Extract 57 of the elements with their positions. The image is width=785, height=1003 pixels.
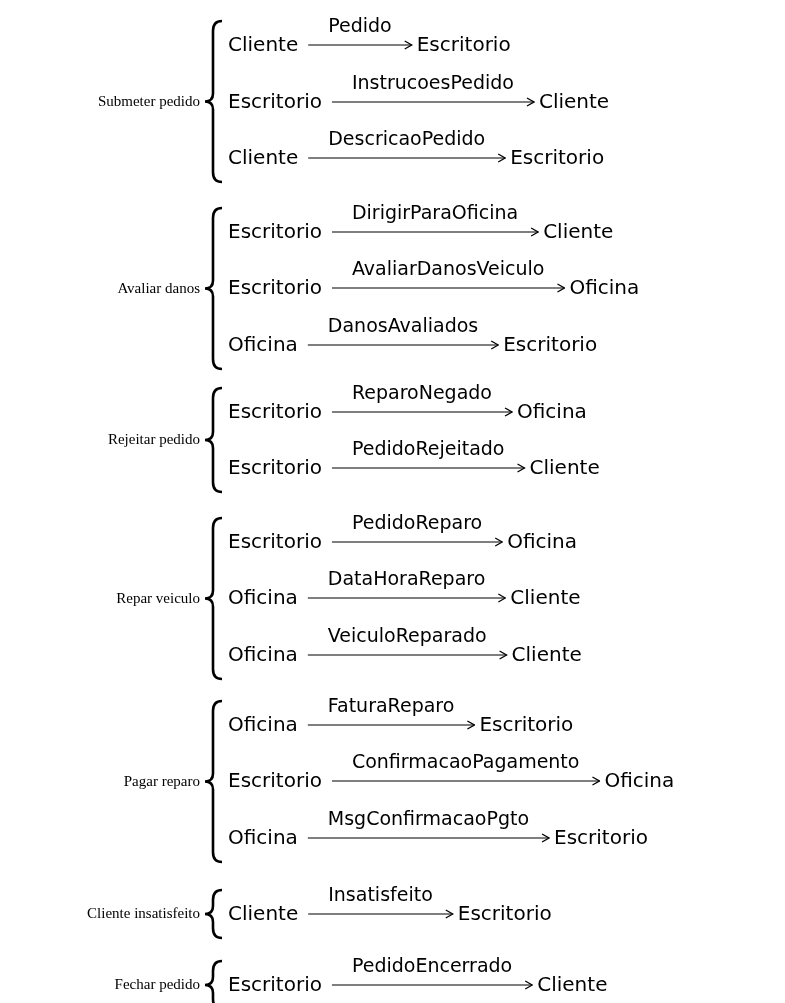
participant-label: Oficina (569, 277, 640, 297)
arrow (331, 227, 539, 237)
participant-label: Cliente (537, 974, 608, 994)
participant-label: Escritorio (228, 277, 322, 297)
participant-label: Escritorio (228, 221, 322, 241)
group-label: Pagar reparo (123, 773, 200, 789)
participant-label: Cliente (228, 147, 299, 167)
participant-label: Cliente (228, 34, 299, 54)
participant-label: Oficina (228, 587, 298, 607)
participant-label: Cliente (228, 903, 299, 923)
arrow (307, 909, 454, 919)
arrow (307, 153, 506, 163)
group-label: Avaliar danos (117, 280, 200, 296)
participant-label: Escritorio (228, 457, 322, 477)
participant-label: Cliente (529, 457, 600, 477)
participant-label: Oficina (604, 770, 675, 790)
edge-label: AvaliarDanosVeiculo (349, 259, 547, 278)
participant-label: Escritorio (510, 147, 605, 167)
participant-label: Cliente (543, 221, 614, 241)
participant-label: Oficina (517, 401, 587, 421)
participant-label: Cliente (510, 587, 581, 607)
participant-label: Oficina (228, 827, 298, 847)
group-label: Fechar pedido (114, 977, 200, 992)
participant-label: Escritorio (457, 903, 552, 923)
participant-label: Escritorio (228, 531, 322, 551)
arrow (307, 40, 413, 50)
arrow (307, 833, 550, 843)
group-label: Cliente insatisfeito (87, 906, 200, 921)
group-label: Rejeitar pedido (107, 432, 200, 447)
participant-label: Escritorio (228, 770, 322, 790)
participant-label: Cliente (538, 91, 610, 111)
arrow (307, 593, 506, 603)
arrow (331, 776, 601, 786)
arrow (331, 463, 526, 473)
participant-label: Escritorio (228, 974, 322, 994)
participant-label: Escritorio (416, 34, 511, 54)
participant-label: Oficina (228, 714, 298, 734)
participant-label: Escritorio (228, 401, 322, 421)
arrow (331, 537, 503, 547)
participant-label: Escritorio (503, 334, 598, 354)
participant-label: Escritorio (554, 827, 648, 847)
arrow (331, 407, 513, 417)
arrow (307, 340, 499, 350)
arrow (331, 283, 566, 293)
participant-label: Escritorio (228, 91, 322, 111)
group-label: Repar veiculo (116, 590, 200, 606)
participant-label: Oficina (507, 531, 578, 551)
participant-label: Oficina (228, 644, 298, 664)
edge-label: VeiculoReparado (325, 626, 489, 645)
participant-label: Escritorio (479, 714, 574, 734)
arrow (331, 980, 533, 990)
arrow (307, 720, 476, 730)
participant-label: Oficina (228, 334, 298, 354)
group-label: Submeter pedido (97, 93, 200, 109)
participant-label: Cliente (511, 644, 582, 664)
arrow (331, 97, 535, 107)
arrow (307, 650, 508, 660)
